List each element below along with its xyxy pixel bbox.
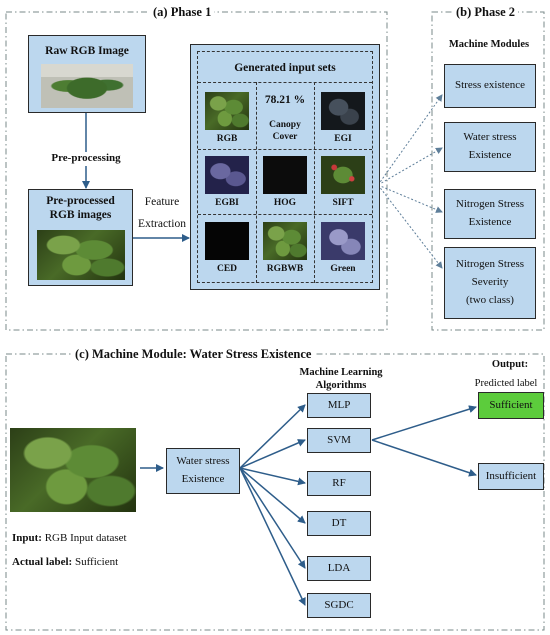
actual-caption: Actual label: Sufficient	[12, 556, 118, 568]
canopy-value: 78.21 %	[264, 94, 306, 106]
algo-rf: RF	[307, 471, 371, 496]
cell-egi-label: EGI	[334, 134, 352, 144]
cell-rgbwb-label: RGBWB	[266, 264, 304, 274]
module-c-frame	[5, 353, 545, 631]
ml-header-2: Algorithms	[315, 380, 367, 391]
input-image	[10, 428, 136, 512]
algo-lda-label: LDA	[327, 561, 351, 574]
module-nitrogen-existence: Nitrogen Stress Existence	[444, 189, 536, 239]
grid-line-h0	[198, 82, 372, 83]
egi-thumb	[321, 92, 365, 130]
module-3-line2: Existence	[468, 216, 512, 228]
module-4-line3: (two class)	[466, 293, 514, 306]
grid-line-h2	[198, 214, 372, 215]
module-1-line1: Stress existence	[455, 79, 525, 92]
output-insufficient-label: Insufficient	[485, 469, 537, 482]
center-line1: Water stress	[176, 455, 230, 468]
cell-sift-label: SIFT	[332, 198, 354, 208]
module-to-svm	[239, 439, 306, 469]
algo-lda: LDA	[307, 556, 371, 581]
input-caption-value: RGB Input dataset	[41, 532, 127, 544]
raw-image-box: Raw RGB Image	[28, 35, 146, 113]
preprocessed-photo	[37, 230, 125, 280]
ced-thumb	[205, 222, 249, 260]
algo-rf-label: RF	[332, 476, 346, 489]
actual-caption-value: Sufficient	[72, 556, 119, 568]
ml-header-1: Machine Learning	[299, 367, 383, 378]
phase2-title: (b) Phase 2	[453, 5, 519, 20]
modules-header: Machine Modules	[448, 39, 530, 50]
output-insufficient: Insufficient	[478, 463, 544, 490]
algo-svm: SVM	[307, 428, 371, 453]
canopy-label-2: Cover	[272, 132, 298, 142]
algo-sgdc: SGDC	[307, 593, 371, 618]
raw-image-label: Raw RGB Image	[45, 45, 129, 57]
grid-line-v1	[256, 82, 257, 283]
grid-line-h1	[198, 149, 372, 150]
algo-sgdc-label: SGDC	[324, 598, 354, 611]
output-header: Output:	[491, 359, 529, 370]
cell-green-label: Green	[330, 264, 356, 274]
cell-hog-label: HOG	[273, 198, 297, 208]
dotted-link-1	[377, 94, 443, 186]
input-caption: Input: RGB Input dataset	[12, 532, 127, 544]
preprocessed-box: Pre-processed RGB images	[28, 189, 133, 286]
algo-mlp: MLP	[307, 393, 371, 418]
preprocessed-label-2: RGB images	[49, 209, 112, 222]
actual-caption-key: Actual label:	[12, 556, 73, 568]
cell-egbi-label: EGBI	[215, 198, 239, 208]
center-line2: Existence	[181, 473, 225, 485]
algo-dt: DT	[307, 511, 371, 536]
module-stress-existence: Stress existence	[444, 64, 536, 108]
phase1-title: (a) Phase 1	[150, 5, 215, 20]
green-thumb	[321, 222, 365, 260]
algo-mlp-label: MLP	[327, 398, 351, 411]
module-nitrogen-severity: Nitrogen Stress Severity (two class)	[444, 247, 536, 319]
module-to-lda	[239, 467, 306, 569]
hog-thumb	[263, 156, 307, 194]
sift-thumb	[321, 156, 365, 194]
grid-line-v2	[314, 82, 315, 283]
cell-ced-label: CED	[216, 264, 238, 274]
predicted-label-caption: Predicted label	[474, 378, 538, 389]
raw-image-photo	[41, 64, 133, 108]
module-4-line2: Severity	[471, 276, 509, 289]
input-sets-box: Generated input sets RGB 78.21 % Canopy …	[190, 44, 380, 290]
output-sufficient: Sufficient	[478, 392, 544, 419]
input-caption-key: Input:	[12, 532, 42, 544]
module-to-dt	[239, 467, 306, 524]
algo-dt-label: DT	[331, 516, 347, 529]
feature-label-2: Extraction	[138, 218, 186, 230]
input-sets-title: Generated input sets	[234, 62, 336, 74]
module-c-title: (c) Machine Module: Water Stress Existen…	[72, 347, 315, 362]
module-3-line1: Nitrogen Stress	[455, 198, 525, 211]
preprocessed-label-1: Pre-processed	[46, 195, 115, 207]
dotted-link-3	[377, 184, 443, 213]
output-sufficient-label: Sufficient	[489, 398, 533, 411]
module-2-line2: Existence	[468, 149, 512, 161]
feature-label-1: Feature	[144, 196, 180, 208]
water-stress-module-box: Water stress Existence	[166, 448, 240, 494]
module-to-rf	[239, 467, 306, 486]
module-to-sgdc	[239, 467, 306, 606]
module-2-line1: Water stress	[463, 131, 517, 144]
svm-to-sufficient	[371, 405, 477, 441]
module-to-mlp	[239, 404, 306, 469]
cell-rgb-label: RGB	[216, 134, 238, 144]
svm-to-insufficient	[371, 439, 477, 477]
input-sets-grid: Generated input sets RGB 78.21 % Canopy …	[197, 51, 373, 283]
rgbwb-thumb	[263, 222, 307, 260]
algo-svm-label: SVM	[327, 433, 351, 446]
dotted-link-2	[377, 147, 443, 186]
module-water-stress: Water stress Existence	[444, 122, 536, 172]
dotted-link-4	[377, 184, 443, 269]
egbi-thumb	[205, 156, 249, 194]
rgb-thumb	[205, 92, 249, 130]
preprocessing-label: Pre-processing	[30, 152, 142, 166]
module-4-line1: Nitrogen Stress	[455, 258, 525, 271]
canopy-label-1: Canopy	[269, 120, 301, 130]
